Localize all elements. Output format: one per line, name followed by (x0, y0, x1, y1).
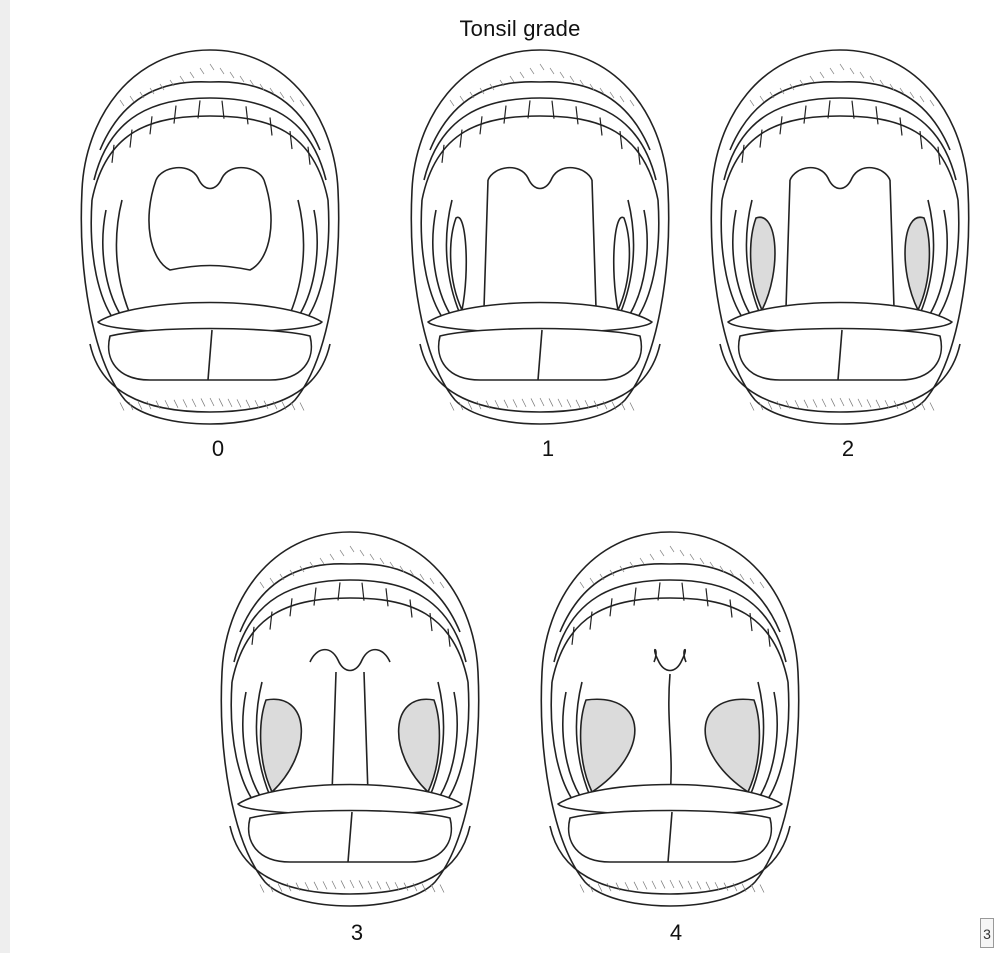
grade-label-0: 0 (198, 436, 238, 462)
lip-texture (291, 402, 295, 410)
mouth-grade-3 (221, 532, 478, 906)
lip-texture (930, 403, 934, 411)
lip-texture (630, 403, 634, 411)
grade-label-1: 1 (528, 436, 568, 462)
lip-texture (450, 403, 454, 411)
lip-texture (120, 403, 124, 411)
grade-label-2: 2 (828, 436, 868, 462)
corner-page-mark: 3 (980, 918, 994, 948)
mouth-grade-2 (711, 50, 968, 424)
mouth-illustrations (10, 0, 994, 953)
lip-texture (760, 885, 764, 893)
grade-label-4: 4 (656, 920, 696, 946)
mouth-grade-1 (411, 50, 668, 424)
lip-texture (750, 403, 754, 411)
lip-texture (440, 885, 444, 893)
lip-texture (580, 885, 584, 893)
grade-label-3: 3 (337, 920, 377, 946)
lip-texture (621, 402, 625, 410)
lip-texture (921, 402, 925, 410)
lip-texture (260, 885, 264, 893)
lip-texture (431, 884, 435, 892)
figure-canvas: Tonsil grade 0 1 2 3 4 (10, 0, 994, 953)
mouth-grade-4 (541, 532, 798, 906)
lip-texture (751, 884, 755, 892)
mouth-grade-0 (81, 50, 338, 424)
lip-texture (300, 403, 304, 411)
